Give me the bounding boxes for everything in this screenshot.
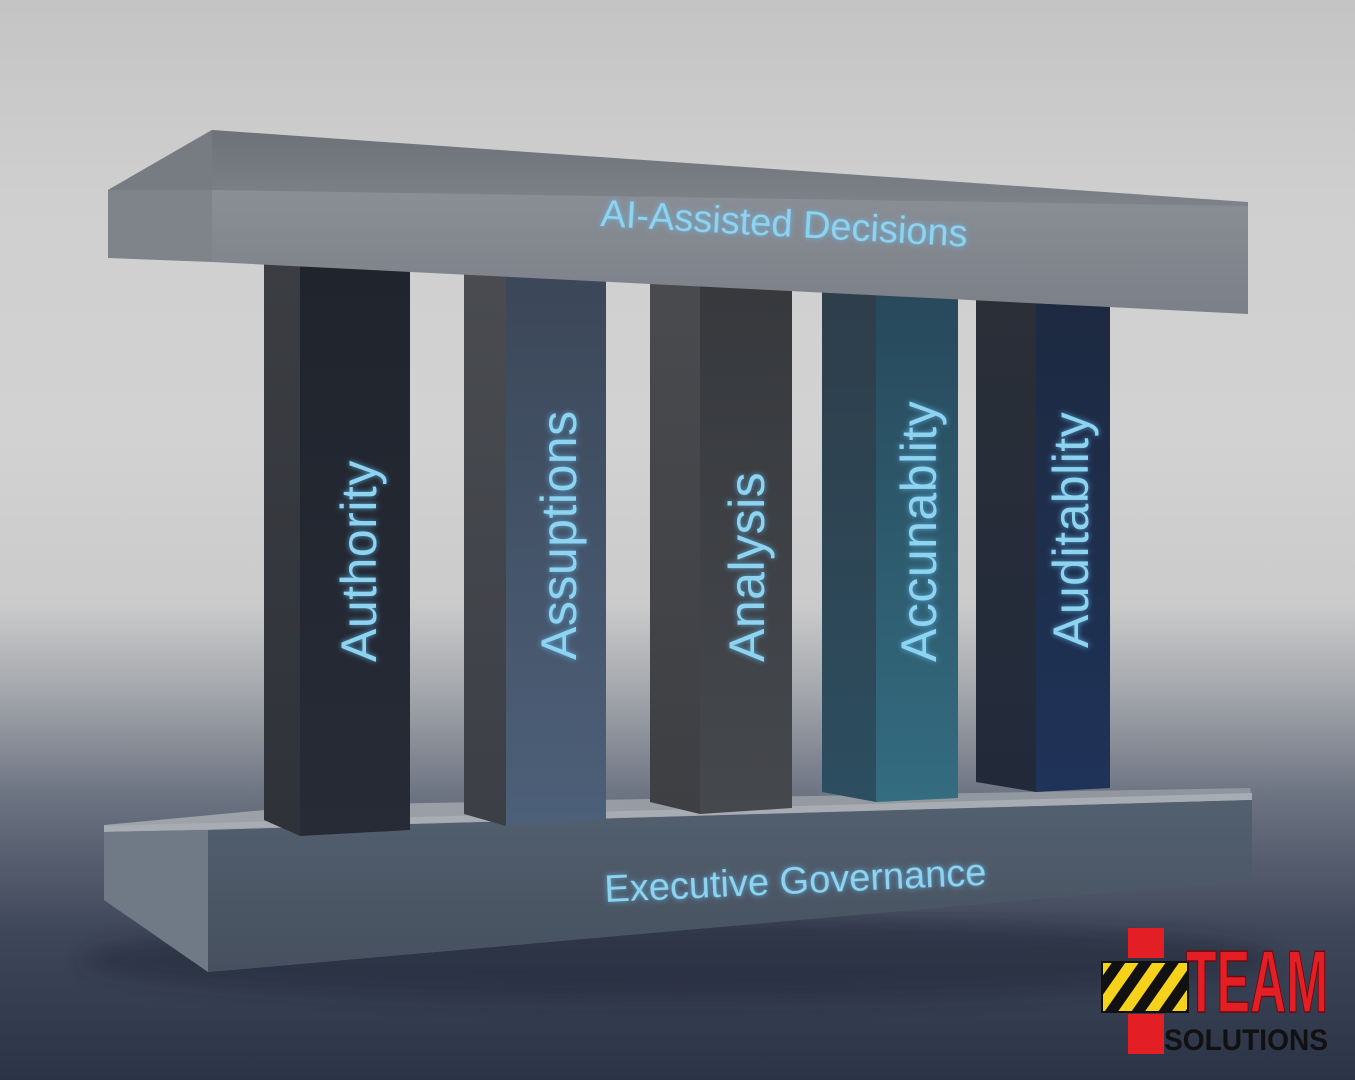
pillar-auditablity xyxy=(976,290,1110,792)
logo-solutions-text: SOLUTIONS xyxy=(1164,1024,1328,1057)
top-beam-face xyxy=(212,190,1248,314)
top-beam-top xyxy=(108,130,1248,208)
logo-hazard-stripes xyxy=(1101,961,1189,1013)
logo-red-block-top xyxy=(1128,928,1164,958)
pillar-accunablity xyxy=(822,276,958,802)
pillar-analysis xyxy=(650,262,792,814)
pillar-label-authority: Authority xyxy=(331,460,387,662)
pillar-label-auditablity: Auditablity xyxy=(1043,412,1099,648)
team-solutions-logo: TEAM SOLUTIONS xyxy=(1101,928,1329,1057)
pillar-label-accunablity: Accunablity xyxy=(891,401,947,662)
logo-team-text: TEAM xyxy=(1186,932,1328,1031)
top-beam xyxy=(108,130,1248,314)
top-beam-side xyxy=(108,190,212,262)
pillar-assuptions xyxy=(464,248,606,826)
logo-red-block-bottom xyxy=(1128,1014,1164,1054)
pillar-label-analysis: Analysis xyxy=(719,472,775,662)
pillar-authority xyxy=(264,232,410,836)
pillar-label-assuptions: Assuptions xyxy=(531,410,587,660)
